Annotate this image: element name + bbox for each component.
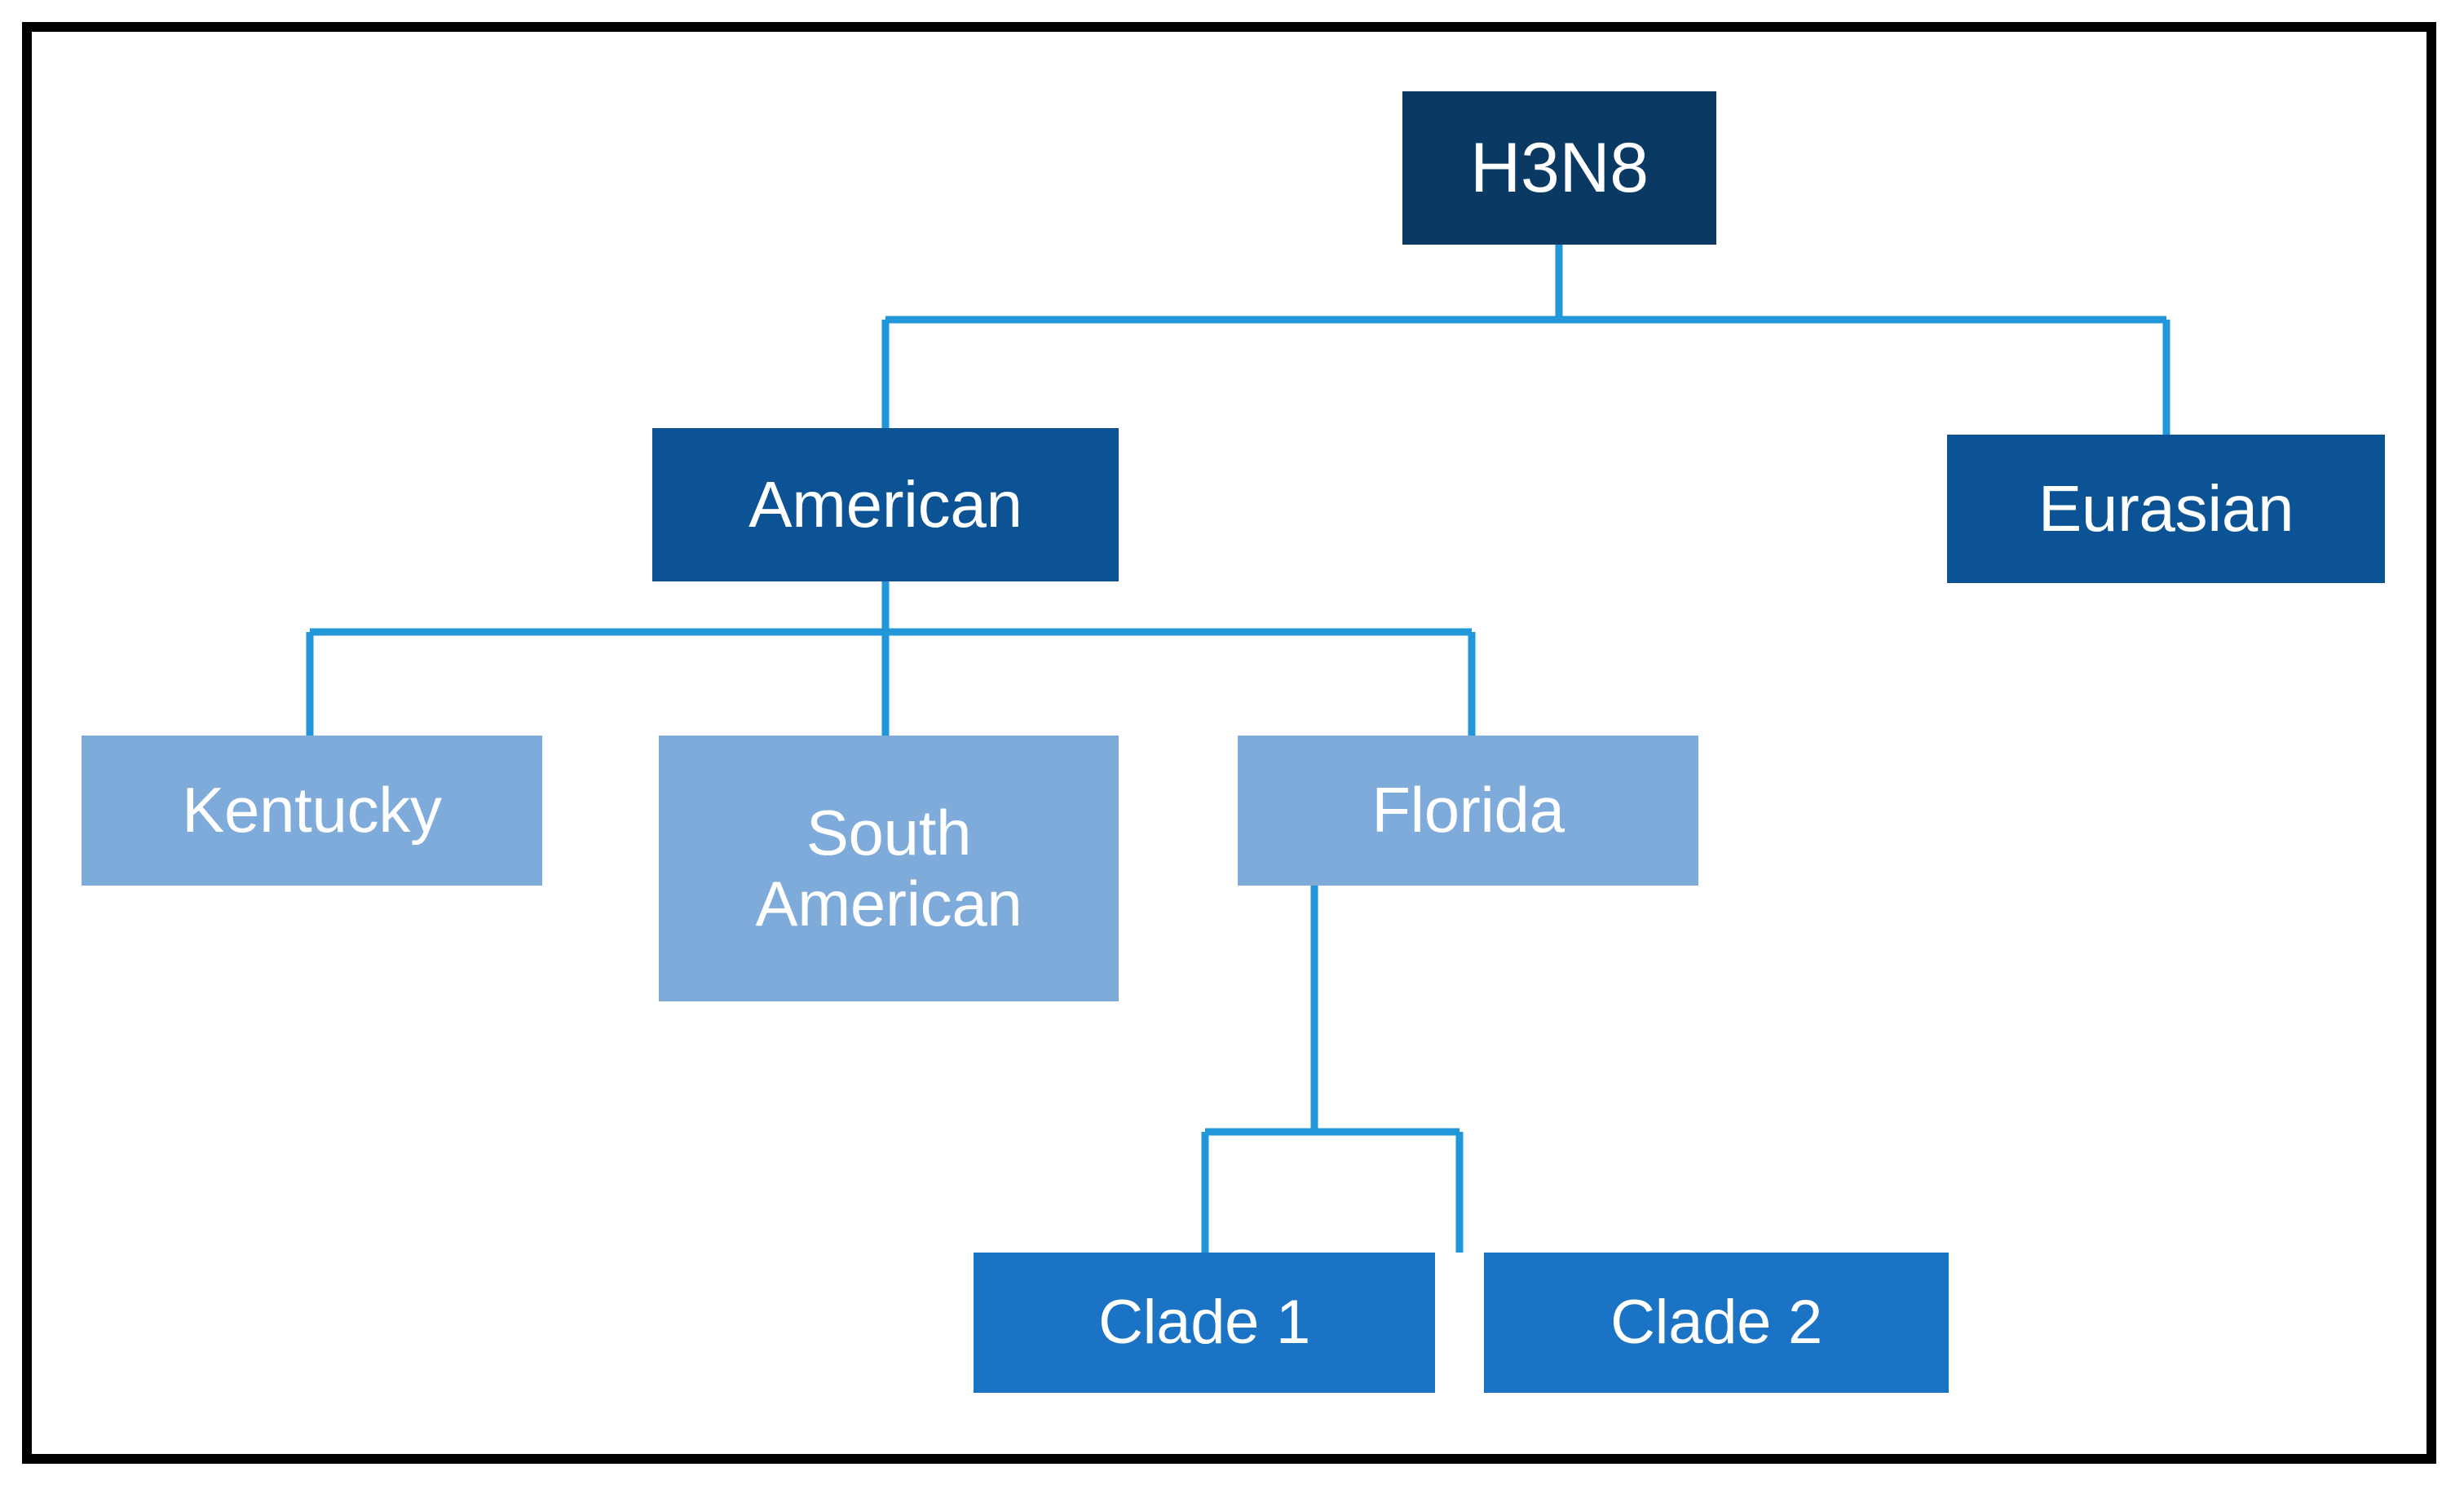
node-kentucky-label: Kentucky: [182, 774, 442, 846]
node-american-label: American: [748, 468, 1022, 541]
node-american[interactable]: American: [652, 428, 1119, 581]
node-clade-1[interactable]: Clade 1: [974, 1253, 1435, 1393]
node-eurasian-label: Eurasian: [2038, 472, 2294, 546]
node-clade-2-label: Clade 2: [1610, 1288, 1822, 1358]
node-h3n8-label: H3N8: [1470, 128, 1649, 207]
node-florida-label: Florida: [1371, 774, 1565, 846]
node-florida[interactable]: Florida: [1238, 736, 1698, 886]
node-eurasian[interactable]: Eurasian: [1947, 435, 2385, 583]
node-south-american-label: South American: [755, 796, 1022, 939]
node-h3n8[interactable]: H3N8: [1402, 91, 1716, 245]
node-kentucky[interactable]: Kentucky: [82, 736, 542, 886]
node-clade-1-label: Clade 1: [1098, 1288, 1310, 1358]
node-clade-2[interactable]: Clade 2: [1484, 1253, 1949, 1393]
node-south-american[interactable]: South American: [659, 736, 1119, 1001]
